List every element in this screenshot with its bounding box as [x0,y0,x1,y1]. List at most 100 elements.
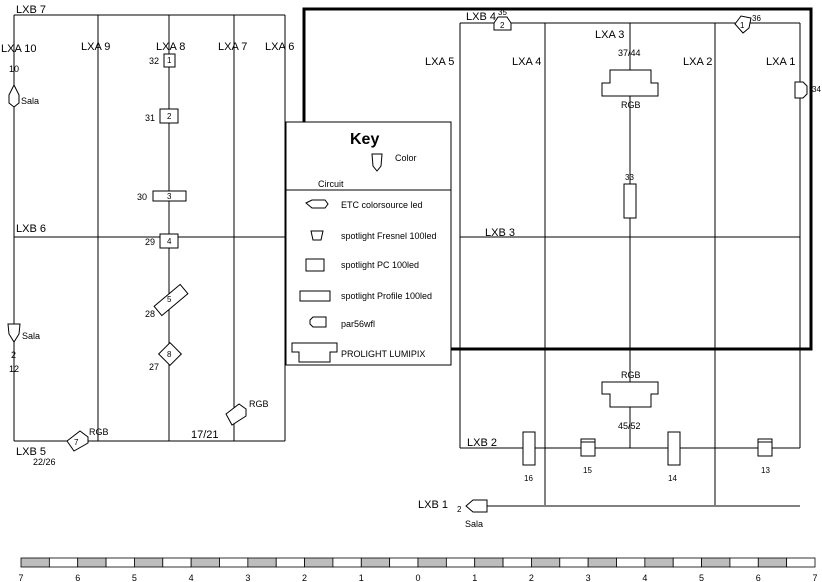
lxb1-circuit-label: 2 [457,505,462,514]
legend-fresnel-icon [310,230,324,241]
scale-tick-label: 4 [189,573,194,582]
fixture-30-icon [152,190,187,202]
legend-lumipix-icon [291,342,338,363]
scale-segment [105,557,135,568]
legend-item-fresnel: spotlight Fresnel 100led [341,231,437,241]
scale-tick-label: 6 [756,573,761,582]
circuit-2-label: 2 [11,350,16,360]
circuit-2226-label: 22/26 [33,457,56,467]
fixture-lumipix-bottom-icon [601,381,659,408]
legend-box: Key Color Circuit ETC colorsource led sp… [285,121,452,366]
fixture-sala-left-icon [7,323,21,343]
pipe-lxa6-label: LXA 6 [265,41,294,53]
legend-item-lumipix: PROLIGHT LUMIPIX [341,349,425,359]
pipe-lxa5-label: LXA 5 [425,56,454,68]
pipe-lxb2-label: LXB 2 [467,437,497,449]
scale-segment [729,557,759,568]
scale-tick-label: 2 [302,573,307,582]
scale-tick-label: 3 [586,573,591,582]
fixture-lxa7-rgb-icon [225,403,247,426]
pipe-lxa10-label: LXA 10 [1,43,36,55]
fixture-36-icon [734,15,752,34]
circuit-12-label: 12 [9,364,19,374]
pipe-lxb3-label: LXB 3 [485,227,515,239]
circuit-31-label: 31 [145,113,155,123]
sala-left-label: Sala [22,331,40,341]
pipe-lxb1-label: LXB 1 [418,499,448,511]
scale-segment [701,557,731,568]
circuit-30-label: 30 [137,192,147,202]
scale-tick-label: 7 [18,573,23,582]
scale-segment [162,557,192,568]
pipe-lxa8-label: LXA 8 [156,41,185,53]
scale-segment [332,557,362,568]
scale-segment [77,557,107,568]
scale-segment [587,557,617,568]
unit-7-label: 7 [74,438,79,447]
pipe-lxb6-label: LXB 6 [16,223,46,235]
legend-item-pc: spotlight PC 100led [341,260,419,270]
circuit-28-label: 28 [145,309,155,319]
fixture-28-icon [153,283,189,317]
scale-segment [672,557,702,568]
circuit-27-label: 27 [149,362,159,372]
scale-segment [190,557,220,568]
scale-segment [474,557,504,568]
fixture-lxb5-rgb-icon [66,430,89,452]
fixture-sala-top-icon [8,83,20,108]
circuit-36-label: 36 [752,14,761,23]
scale-segment [644,557,674,568]
scale-segment [531,557,561,568]
circuit-1721-label: 17/21 [191,429,219,441]
pipe-lxa1-label: LXA 1 [766,56,795,68]
fixture-34-icon [794,81,808,99]
legend-profile-icon [299,290,331,302]
circuit-15-label: 15 [583,466,592,475]
unit-5-label: 5 [167,295,172,304]
circuit-10-label: 10 [9,64,19,74]
sala-bottom-label: Sala [465,519,483,529]
scale-tick-label: 1 [359,573,364,582]
scale-tick-label: 3 [245,573,250,582]
scale-segment [48,557,79,568]
scale-segment [616,557,646,568]
circuit-35-label: 35 [498,8,507,17]
legend-color-icon [371,153,383,172]
pipe-lxa2-label: LXA 2 [683,56,712,68]
legend-item-etc-colorsource: ETC colorsource led [341,200,423,210]
legend-item-profile: spotlight Profile 100led [341,291,432,301]
pipe-lxb4-label: LXB 4 [466,11,496,23]
circuit-16-label: 16 [524,474,533,483]
scale-segment [219,557,249,568]
scale-segment [786,557,816,568]
unit-8-label: 8 [167,350,172,359]
scale-segment [360,557,391,568]
legend-color-label: Color [395,153,417,163]
circuit-4552-label: 45/52 [618,421,641,431]
scale-segment [304,557,334,568]
scale-segment [502,557,532,568]
scale-segment [20,557,50,568]
legend-title: Key [350,131,379,148]
scale-tick-label: 4 [642,573,647,582]
pipe-lxb5-label: LXB 5 [16,446,46,458]
legend-pc-icon [305,258,325,272]
circuit-33-label: 33 [625,173,634,182]
fixture-lumipix-top-icon [601,69,659,97]
scale-tick-label: 5 [699,573,704,582]
scale-segment [247,557,277,568]
scale-segment [389,557,419,568]
unit-2-label: 2 [167,112,172,121]
circuit-32-label: 32 [149,56,159,66]
scale-tick-label: 5 [132,573,137,582]
scale-segment [417,557,447,568]
pipe-lxa3-label: LXA 3 [595,29,624,41]
rgb-lxb5-label: RGB [89,427,109,437]
fixture-31-icon [159,108,179,124]
legend-etc-colorsource-icon [305,199,329,209]
scale-segment [559,557,589,568]
fixture-27-icon [157,341,183,367]
circuit-29-label: 29 [145,237,155,247]
